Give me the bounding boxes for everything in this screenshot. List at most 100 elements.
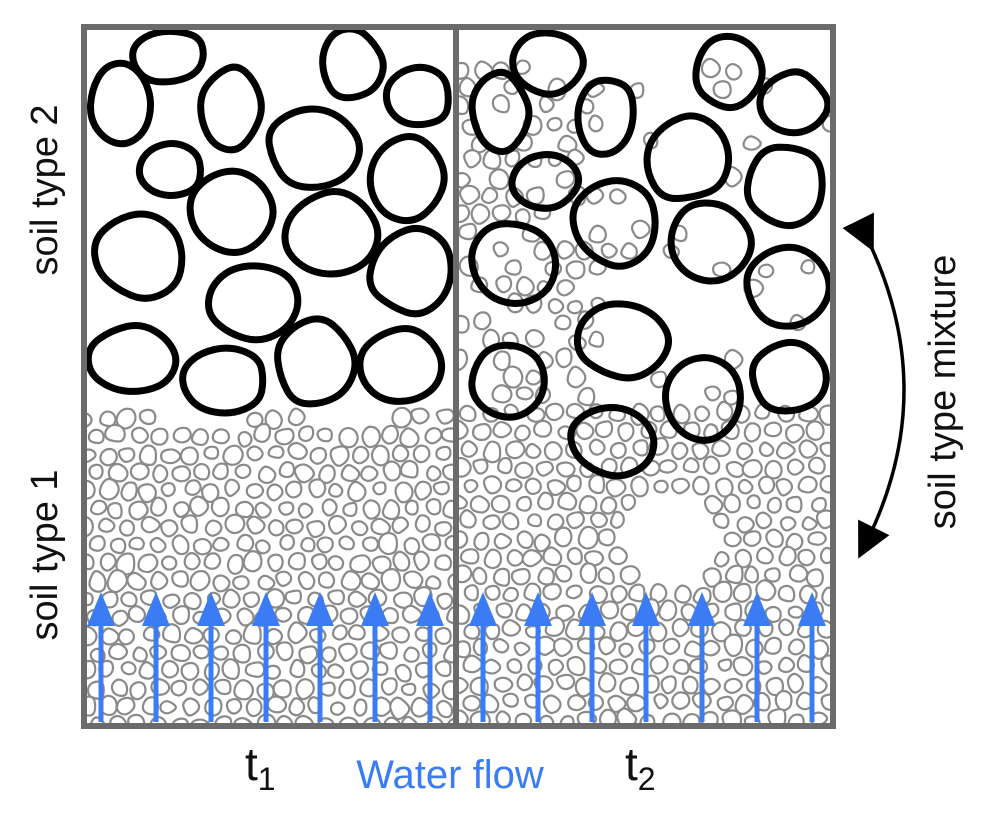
fine-particle xyxy=(120,661,137,676)
fine-particle xyxy=(458,222,478,241)
fine-particle xyxy=(246,445,264,462)
fine-particle xyxy=(129,462,150,481)
fine-particle xyxy=(556,240,576,260)
fine-particle xyxy=(441,680,454,701)
fine-particle xyxy=(463,149,482,169)
fine-particle xyxy=(482,475,503,495)
fine-particle xyxy=(414,514,431,533)
fine-particle xyxy=(381,424,400,445)
fine-particle xyxy=(106,569,129,594)
fine-particle xyxy=(516,530,534,550)
fine-particle xyxy=(211,428,230,445)
fine-particle xyxy=(786,458,805,476)
fine-particle xyxy=(118,519,136,537)
fine-particle xyxy=(732,582,752,603)
fine-particle xyxy=(801,516,818,531)
coarse-particle xyxy=(197,63,265,154)
coarse-particles-t2 xyxy=(468,29,832,480)
fine-particle xyxy=(463,584,479,602)
fine-particle xyxy=(599,496,618,515)
fine-particle xyxy=(171,465,192,483)
fine-particle xyxy=(253,422,272,443)
fine-particle xyxy=(458,172,471,189)
coarse-particle xyxy=(265,105,363,191)
fine-particle xyxy=(490,494,511,514)
fine-particle xyxy=(410,407,430,425)
fine-particle xyxy=(797,548,816,567)
fine-particle xyxy=(579,562,598,584)
fine-particle xyxy=(723,493,741,514)
fine-particle xyxy=(649,655,669,675)
arrow-up-icon xyxy=(252,592,280,626)
fine-particle xyxy=(87,428,105,445)
fine-particle xyxy=(321,498,338,517)
fine-particle xyxy=(471,422,492,442)
fine-particle xyxy=(224,478,241,498)
fine-particle xyxy=(626,693,647,713)
fine-particle xyxy=(480,186,499,205)
fine-particle xyxy=(362,499,381,520)
fine-particle xyxy=(120,591,138,608)
fine-particle xyxy=(566,547,583,566)
fine-particle xyxy=(287,441,308,461)
fine-particle xyxy=(378,641,399,660)
fine-particle xyxy=(566,655,586,677)
fine-particle xyxy=(266,483,284,502)
arrow-up-icon xyxy=(361,592,389,626)
fine-particle xyxy=(434,554,453,571)
fine-particle xyxy=(537,566,555,586)
fine-particle xyxy=(597,672,617,693)
fine-particle xyxy=(575,421,595,441)
fine-particle xyxy=(495,602,513,619)
fine-particle xyxy=(237,430,253,448)
fine-particle xyxy=(447,573,454,591)
fine-particle xyxy=(505,440,526,460)
coarse-particle xyxy=(661,354,744,444)
fine-particle xyxy=(316,427,333,443)
coarse-particle xyxy=(366,224,454,318)
fine-particle xyxy=(546,513,565,531)
fine-particle xyxy=(744,565,760,584)
fine-particle xyxy=(746,494,761,510)
fine-particle xyxy=(617,422,635,443)
fine-particle xyxy=(246,515,266,535)
fine-particle xyxy=(458,204,471,224)
fine-particle xyxy=(724,564,744,585)
fine-particle xyxy=(609,621,629,643)
fine-particle xyxy=(723,633,744,658)
fine-particle xyxy=(588,438,606,456)
fine-particle xyxy=(764,459,783,480)
fine-particle xyxy=(778,545,797,567)
fine-particle xyxy=(389,696,411,721)
fine-particle xyxy=(329,701,346,716)
fine-particle xyxy=(97,517,116,533)
fine-particle xyxy=(600,242,618,259)
fine-particle xyxy=(162,593,181,609)
fine-particle xyxy=(610,584,628,604)
fine-particle xyxy=(138,408,157,426)
fine-particle xyxy=(734,548,753,569)
fine-particle xyxy=(99,410,117,428)
fine-particle xyxy=(120,481,138,502)
fine-particle xyxy=(351,445,370,465)
fine-particle xyxy=(353,698,368,717)
fine-particle xyxy=(737,478,754,495)
fine-particle xyxy=(543,441,563,461)
fine-particle xyxy=(117,447,136,463)
coarse-particle xyxy=(574,76,637,158)
fine-particle xyxy=(815,509,832,530)
fine-particle xyxy=(331,624,348,641)
fine-particle xyxy=(458,640,472,659)
fine-particle xyxy=(126,571,147,591)
fine-particle xyxy=(658,459,678,474)
fine-particle xyxy=(403,646,420,663)
fine-particle xyxy=(316,536,334,554)
coarse-particle xyxy=(356,325,446,405)
fine-particle xyxy=(267,519,285,537)
fine-particle xyxy=(473,531,490,551)
fine-particle xyxy=(289,658,306,679)
fine-particle xyxy=(245,698,263,718)
fine-particle xyxy=(88,570,107,593)
coarse-particle xyxy=(87,59,155,148)
coarse-particle xyxy=(743,243,832,330)
